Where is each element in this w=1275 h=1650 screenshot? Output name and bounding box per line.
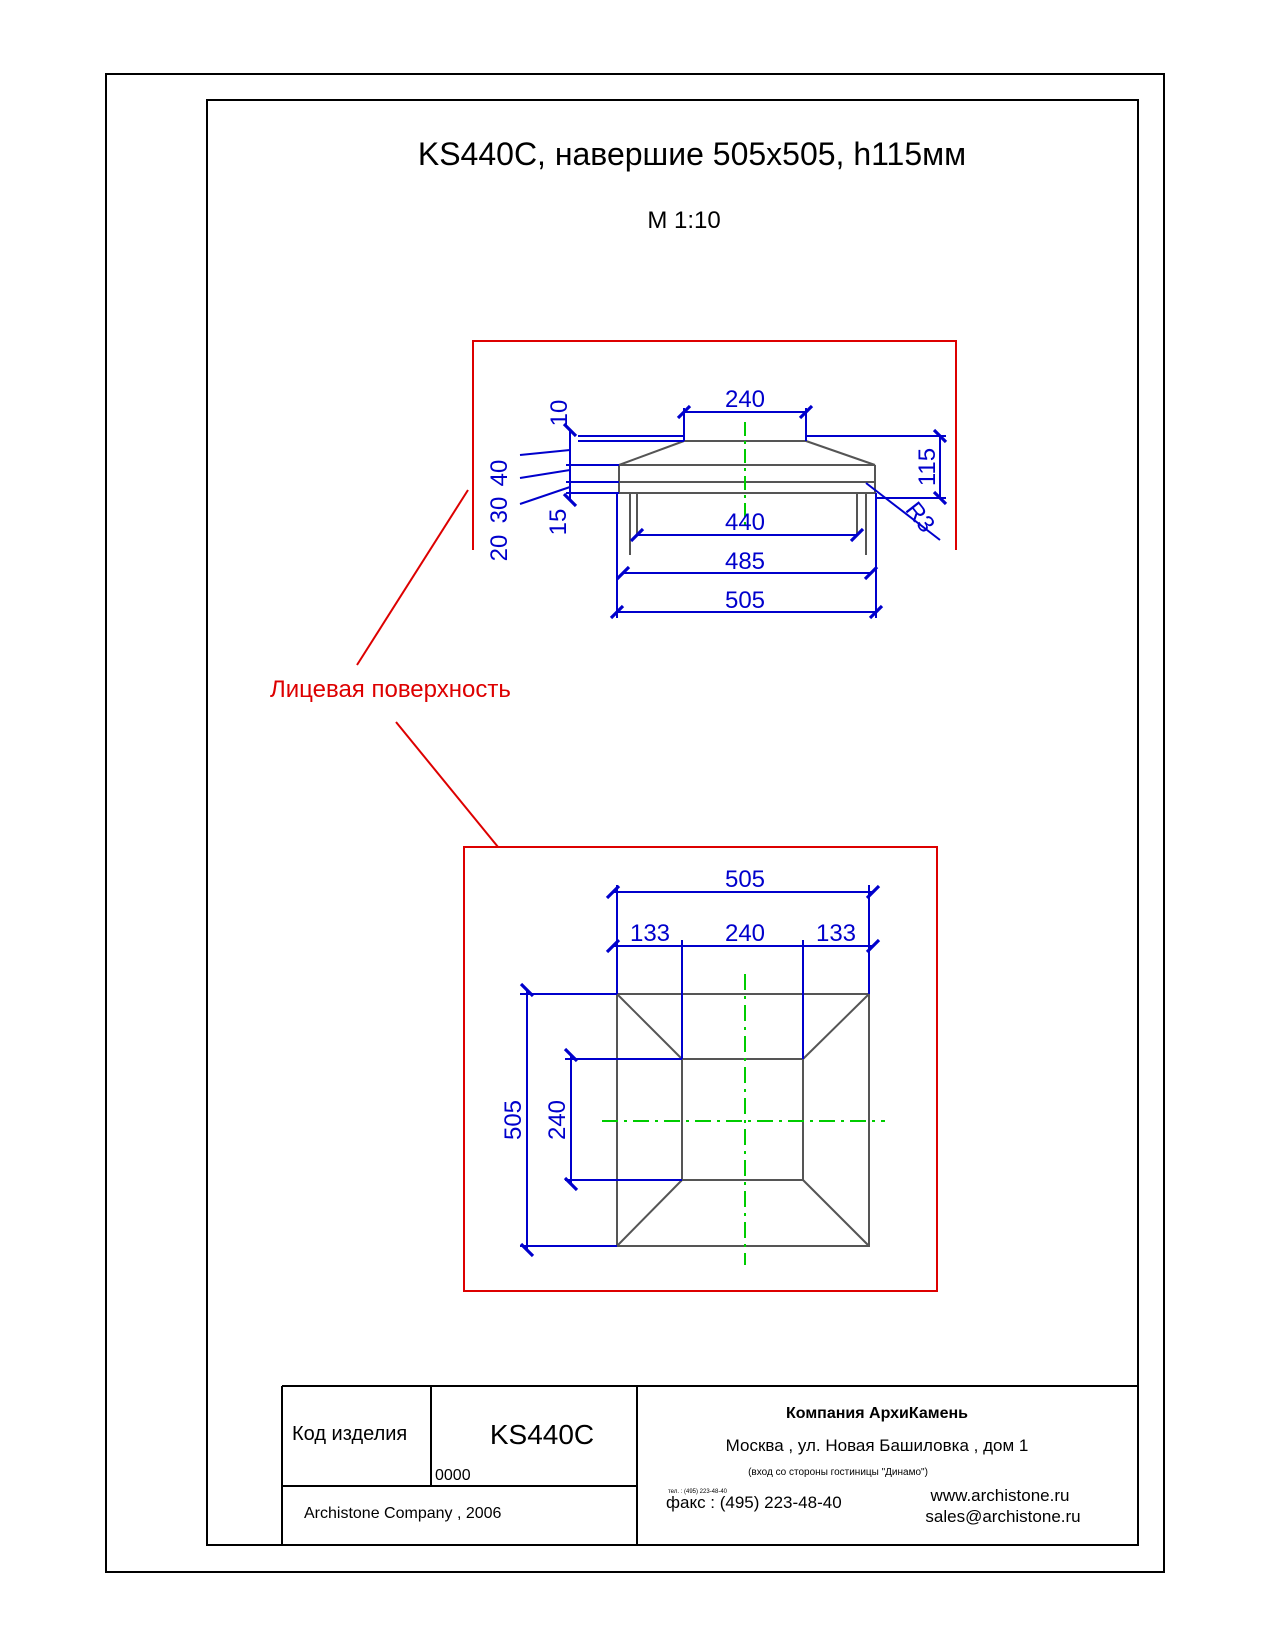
title-block	[281, 1385, 1138, 1545]
dim-h30: 30	[486, 497, 513, 524]
plan-dim-center-height: 240	[544, 1100, 571, 1140]
drawing-title: KS440C, навершие 505x505, h115мм	[418, 136, 966, 172]
face-surface-frame-bottom	[463, 846, 938, 1292]
face-surface-frame-top	[472, 340, 957, 550]
dim-h15: 15	[545, 509, 572, 536]
inner-frame	[206, 99, 1139, 1546]
code-number: 0000	[435, 1467, 471, 1484]
phone-label: тел. : (495) 223-48-40	[668, 1489, 728, 1495]
callout-leader-bottom	[395, 721, 499, 848]
company-address: Москва , ул. Новая Башиловка , дом 1	[726, 1436, 1029, 1455]
dim-h40: 40	[486, 460, 513, 487]
dim-top-width: 240	[725, 386, 765, 413]
dim-height-total: 115	[914, 448, 941, 486]
side-view: 240 440 485 505 115 R3 10 40 30 20 15	[472, 340, 957, 620]
drawing-scale: М 1:10	[647, 207, 720, 234]
dim-mid-width: 485	[725, 548, 765, 575]
address-note: (вход со стороны гостиницы "Динамо")	[748, 1467, 928, 1478]
dim-h10: 10	[546, 400, 573, 427]
dim-inner-width: 440	[725, 509, 765, 536]
code-label: Код изделия	[292, 1423, 407, 1445]
email-link[interactable]: sales@archistone.ru	[925, 1507, 1080, 1526]
callout-label: Лицевая поверхность	[270, 676, 511, 703]
website-link[interactable]: www.archistone.ru	[930, 1486, 1070, 1505]
plan-dim-total-height: 505	[500, 1100, 527, 1140]
plan-centerlines	[602, 974, 885, 1265]
callout-leader-top	[356, 489, 469, 666]
fax-number: факс : (495) 223-48-40	[666, 1493, 842, 1512]
side-profile	[618, 440, 876, 555]
plan-dim-total-width: 505	[725, 866, 765, 893]
dim-radius: R3	[900, 497, 940, 538]
dim-total-width: 505	[725, 587, 765, 614]
outer-frame	[105, 73, 1165, 1573]
plan-dim-center-width: 240	[725, 920, 765, 947]
dim-h20: 20	[486, 535, 513, 562]
plan-view: 505 133 240 133 505 240	[463, 846, 938, 1292]
copyright: Archistone Company , 2006	[304, 1505, 502, 1522]
plan-dim-right-margin: 133	[816, 920, 856, 947]
code-value: KS440C	[490, 1419, 594, 1450]
plan-dim-left-margin: 133	[630, 920, 670, 947]
company-name: Компания АрхиКамень	[786, 1405, 968, 1422]
